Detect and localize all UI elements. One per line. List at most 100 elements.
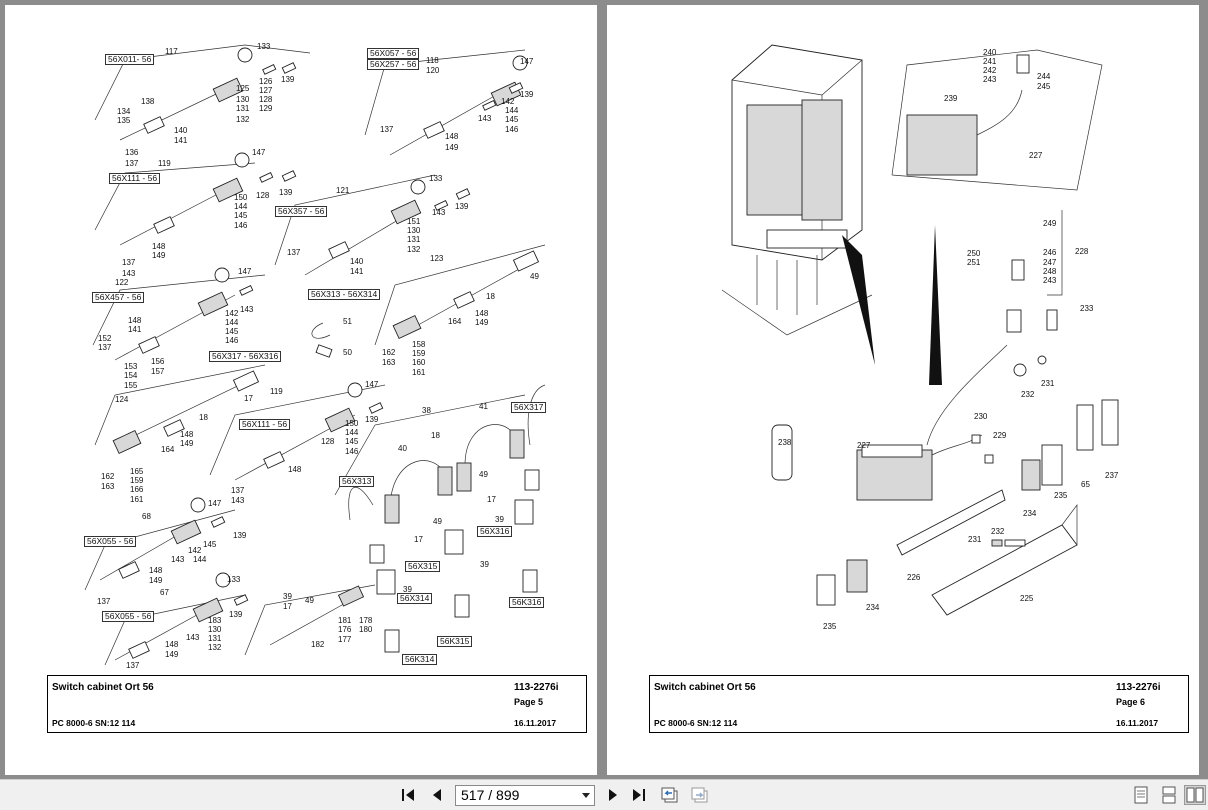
part-number-label: 126: [259, 77, 273, 86]
go-forward-button[interactable]: [689, 785, 711, 805]
part-number-label: 17: [244, 394, 253, 403]
part-number-label: 130: [208, 625, 222, 634]
connector-label: 56K316: [509, 597, 545, 608]
page-indicator: 517 / 899: [461, 787, 520, 803]
part-number-label: 39: [283, 592, 292, 601]
part-number-label: 149: [149, 576, 163, 585]
go-back-button[interactable]: [659, 785, 681, 805]
part-number-label: 227: [857, 441, 871, 450]
part-number-label: 143: [240, 305, 254, 314]
part-number-label: 145: [203, 540, 217, 549]
part-number-label: 130: [236, 95, 250, 104]
connector-label: 56X313: [339, 476, 375, 487]
part-number-label: 250: [967, 249, 981, 258]
part-number-label: 139: [520, 90, 534, 99]
part-number-label: 243: [983, 75, 997, 84]
part-number-label: 133: [429, 174, 443, 183]
last-page-button[interactable]: [628, 785, 650, 805]
part-number-label: 144: [505, 106, 519, 115]
connector-label: 56X055 - 56: [102, 611, 155, 622]
part-number-label: 137: [126, 661, 140, 670]
connector-label: 56K315: [437, 636, 473, 647]
part-number-label: 161: [412, 368, 426, 377]
part-number-label: 243: [1043, 276, 1057, 285]
connector-label: 56X057 - 56: [367, 48, 420, 59]
part-number-label: 131: [208, 634, 222, 643]
first-page-button[interactable]: [398, 785, 420, 805]
part-number-label: 147: [520, 57, 534, 66]
part-number-label: 147: [365, 380, 379, 389]
part-number-label: 227: [1029, 151, 1043, 160]
part-number-label: 178: [359, 616, 373, 625]
connector-label: 56X111 - 56: [109, 173, 161, 184]
part-number-label: 147: [238, 267, 252, 276]
connector-label: 56X457 - 56: [92, 292, 145, 303]
first-page-icon: [402, 789, 414, 801]
part-number-label: 145: [234, 211, 248, 220]
next-page-button[interactable]: [602, 785, 624, 805]
part-number-label: 139: [281, 75, 295, 84]
part-number-label: 148: [165, 640, 179, 649]
part-number-label: 163: [101, 482, 115, 491]
machine-model: PC 8000-6 SN:12 114: [52, 718, 136, 728]
part-number-label: 130: [407, 226, 421, 235]
continuous-view-button[interactable]: [1158, 785, 1180, 805]
part-number-label: 247: [1043, 258, 1057, 267]
part-number-label: 39: [495, 515, 504, 524]
part-number-label: 18: [486, 292, 495, 301]
two-page-view-button[interactable]: [1184, 785, 1206, 805]
part-number-label: 180: [359, 625, 373, 634]
part-number-label: 39: [403, 585, 412, 594]
part-number-label: 138: [141, 97, 155, 106]
previous-page-button[interactable]: [426, 785, 448, 805]
single-page-view-button[interactable]: [1130, 785, 1152, 805]
next-page-icon: [609, 789, 617, 801]
document-number: 113-2276i: [1116, 682, 1161, 693]
part-number-label: 119: [270, 387, 283, 396]
part-number-label: 149: [180, 439, 194, 448]
part-number-label: 147: [208, 499, 222, 508]
part-number-label: 249: [1043, 219, 1057, 228]
part-number-label: 117: [165, 47, 178, 56]
part-number-label: 139: [233, 531, 247, 540]
connector-label: 56X011- 56: [105, 54, 155, 65]
part-number-label: 131: [236, 104, 250, 113]
part-number-label: 237: [1105, 471, 1119, 480]
part-number-label: 139: [279, 188, 293, 197]
connector-label: 56X317 - 56X316: [209, 351, 282, 362]
part-number-label: 150: [234, 193, 248, 202]
part-number-label: 120: [426, 66, 440, 75]
sheet-date: 16.11.2017: [514, 718, 557, 728]
part-number-label: 146: [505, 125, 519, 134]
page-label: Page 5: [514, 697, 544, 707]
part-number-label: 127: [259, 86, 273, 95]
part-number-label: 230: [974, 412, 988, 421]
part-number-label: 148: [445, 132, 459, 141]
part-number-label: 153: [124, 362, 138, 371]
part-number-label: 144: [345, 428, 359, 437]
part-number-label: 229: [993, 431, 1007, 440]
part-number-label: 143: [478, 114, 492, 123]
part-number-label: 143: [432, 208, 446, 217]
page-number-select[interactable]: 517 / 899: [455, 785, 595, 806]
part-number-label: 140: [174, 126, 188, 135]
two-page-view-icon: [1186, 787, 1204, 803]
part-number-label: 246: [1043, 248, 1057, 257]
part-number-label: 231: [1041, 379, 1055, 388]
part-number-label: 177: [338, 635, 352, 644]
part-number-label: 157: [151, 367, 165, 376]
part-number-label: 125: [236, 84, 250, 93]
viewer-toolbar: 517 / 899: [0, 779, 1208, 810]
sheet-title: Switch cabinet Ort 56: [654, 682, 756, 693]
part-number-label: 148: [288, 465, 302, 474]
part-number-label: 135: [117, 116, 131, 125]
part-number-label: 226: [907, 573, 921, 582]
part-number-label: 149: [445, 143, 459, 152]
part-number-label: 145: [225, 327, 239, 336]
part-number-label: 155: [124, 381, 138, 390]
part-number-label: 122: [115, 278, 129, 287]
part-number-label: 154: [124, 371, 138, 380]
part-number-label: 148: [128, 316, 142, 325]
part-number-label: 146: [234, 221, 248, 230]
